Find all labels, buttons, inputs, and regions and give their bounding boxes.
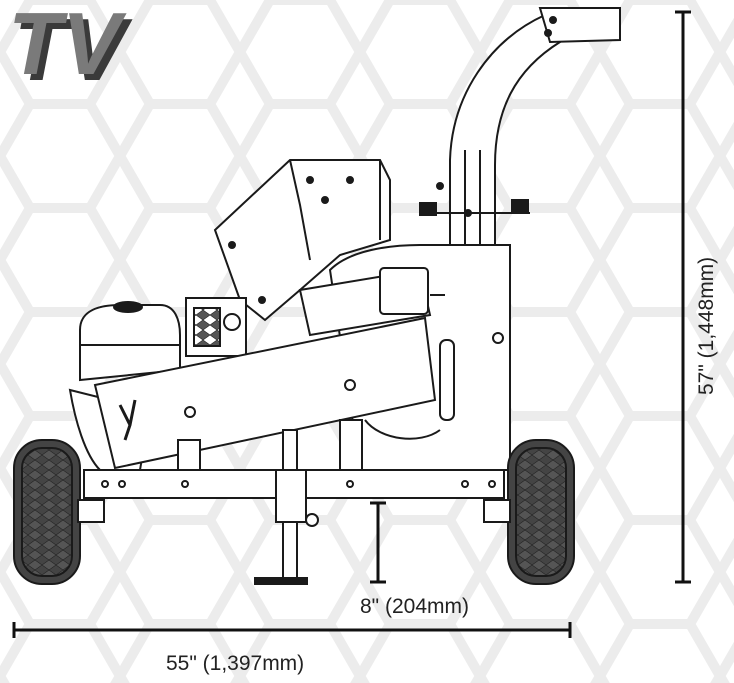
ground-clearance-label: 8" (204mm) <box>360 595 469 618</box>
chute-adjuster <box>419 182 530 217</box>
height-label: 57" (1,448mm) <box>695 257 718 395</box>
width-label: 55" (1,397mm) <box>166 652 304 675</box>
tv-logo: TV TV <box>8 0 133 99</box>
height-dimension: 57" (1,448mm) <box>675 10 718 584</box>
infeed-tray <box>93 316 437 470</box>
jack-stand <box>254 429 319 585</box>
width-dimension: 55" (1,397mm) <box>12 622 572 675</box>
ground-clearance-dimension: 8" (204mm) <box>360 501 469 618</box>
svg-text:TV: TV <box>8 0 127 93</box>
feed-hopper <box>213 159 391 322</box>
left-wheel <box>13 439 105 585</box>
discharge-chute <box>449 7 621 246</box>
svg-text:TV: TV <box>14 0 133 99</box>
wood-chipper-drawing <box>13 7 621 585</box>
right-wheel <box>483 439 575 585</box>
roller-motor <box>298 267 445 337</box>
